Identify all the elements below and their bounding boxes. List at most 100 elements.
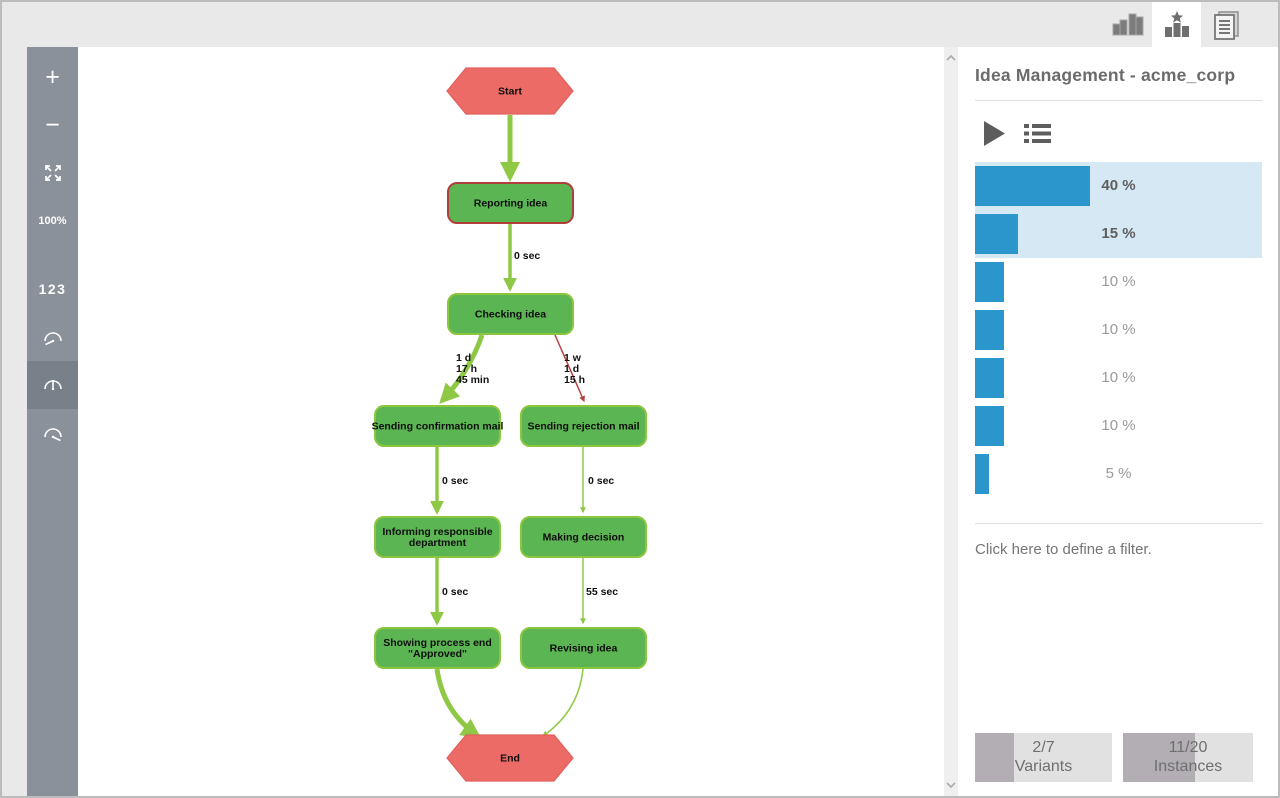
variants-panel: Idea Management - acme_corp 40 %15 %10 [958,47,1278,796]
zoom-in-button[interactable]: + [27,53,78,101]
variant-bar [975,454,989,494]
node-label: Start [498,86,522,98]
zoom-level-indicator: 100% [27,197,78,245]
variant-row[interactable]: 10 % [975,402,1262,450]
variant-bar [975,214,1018,254]
variant-row[interactable]: 40 % [975,162,1262,210]
performance-low-button[interactable] [27,313,78,361]
variant-row[interactable]: 10 % [975,258,1262,306]
node-reporting-idea[interactable]: Reporting idea [447,182,574,224]
node-label: Reporting idea [474,198,548,210]
node-label: Making decision [543,532,625,544]
canvas-scrollbar[interactable] [944,47,958,796]
node-end[interactable]: End [446,734,574,782]
edge-label-decision-to-revising: 55 sec [586,586,618,598]
variant-list: 40 % 15 % 10 % 10 % 10 % 10 % 5 % [975,162,1262,498]
divider [975,523,1262,524]
variant-bar [975,358,1004,398]
variant-percent-label: 5 % [1105,465,1132,482]
variant-bar [975,310,1004,350]
zoom-level-label: 100% [38,215,67,227]
frequency-view-button[interactable]: 123 [27,265,78,313]
edge-revising-to-end[interactable] [542,668,584,737]
scroll-down-icon[interactable] [946,782,956,788]
edge-label-confirmation-to-informing: 0 sec [442,475,468,487]
node-label: End [500,753,520,765]
fit-to-screen-button[interactable] [27,149,78,197]
node-label: Showing process end"Approved" [383,637,492,660]
left-gutter [2,47,27,796]
expand-arrows-icon [44,165,61,181]
variant-list-button[interactable] [1024,123,1051,144]
view-tab-bar [1103,2,1250,47]
variant-row[interactable]: 15 % [975,210,1262,258]
variant-actions [983,117,1262,149]
variant-percent-label: 10 % [1101,321,1136,338]
minus-icon: − [45,110,60,139]
performance-medium-button[interactable] [27,361,78,409]
map-toolbar: + − 100% 123 [27,47,78,796]
filter-link[interactable]: Click here to define a filter. [975,541,1152,558]
variant-row[interactable]: 5 % [975,450,1262,498]
node-label: Revising idea [550,643,618,655]
node-checking-idea[interactable]: Checking idea [447,293,574,335]
scroll-up-icon[interactable] [946,55,956,61]
star-chart-icon [1164,11,1189,37]
top-bar [2,2,1278,47]
gauge-left-icon [43,331,62,345]
variant-percent-label: 10 % [1101,369,1136,386]
list-icon [1024,123,1051,143]
node-label: Checking idea [475,309,546,321]
edge-label-rejection-to-decision: 0 sec [588,475,614,487]
play-icon [984,120,1005,146]
variant-percent-label: 10 % [1101,273,1136,290]
edge-label-informing-to-showing: 0 sec [442,586,468,598]
stat-fill [975,733,1015,782]
tab-variants[interactable] [1152,2,1201,47]
variant-percent-label: 40 % [1101,177,1136,194]
variant-bar [975,166,1090,206]
tab-cases[interactable] [1201,2,1250,47]
zoom-out-button[interactable]: − [27,101,78,149]
edge-checking-to-confirmation[interactable] [439,334,485,404]
variant-row[interactable]: 10 % [975,306,1262,354]
node-making-decision[interactable]: Making decision [520,516,647,558]
play-animation-button[interactable] [983,120,1006,147]
tab-statistics[interactable] [1103,2,1152,47]
node-label: Sending rejection mail [527,421,639,433]
node-sending-confirmation-mail[interactable]: Sending confirmation mail [372,405,504,447]
edge-showing-to-end[interactable] [434,668,482,739]
node-start[interactable]: Start [446,67,574,115]
documents-icon [1213,11,1239,40]
edge-checking-to-rejection[interactable] [554,334,585,403]
variant-bar [975,262,1004,302]
variant-percent-label: 10 % [1101,417,1136,434]
node-label: Sending confirmation mail [372,421,504,433]
panel-title: Idea Management - acme_corp [975,65,1236,85]
gauge-right-icon [43,427,62,441]
node-revising-idea[interactable]: Revising idea [520,627,647,669]
plus-icon: + [45,62,60,91]
performance-high-button[interactable] [27,409,78,457]
gauge-center-icon [43,379,62,390]
stat-fill [1123,733,1195,782]
node-sending-rejection-mail[interactable]: Sending rejection mail [520,405,647,447]
node-showing-process-end-approved[interactable]: Showing process end"Approved" [374,627,501,669]
bar-chart-icon [1112,13,1143,36]
variant-percent-label: 15 % [1101,225,1136,242]
main-area: + − 100% 123 [2,47,1278,796]
edge-label-reporting-to-checking: 0 sec [514,250,540,262]
variant-row[interactable]: 10 % [975,354,1262,402]
